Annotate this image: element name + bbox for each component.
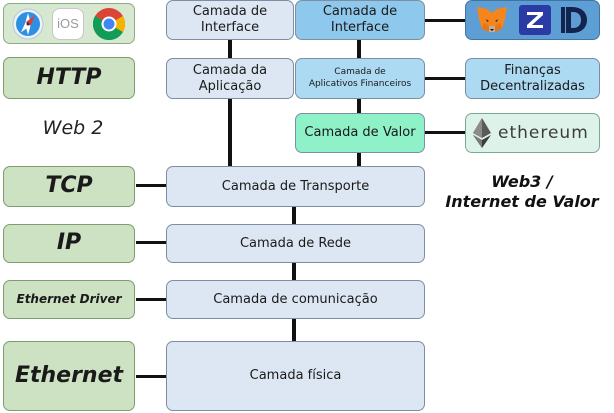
ios-icon-text: iOS bbox=[57, 15, 79, 31]
metamask-fox-icon bbox=[477, 7, 508, 32]
defi-line2: Decentralizadas bbox=[480, 78, 585, 94]
connector-network-to-communication bbox=[292, 263, 296, 280]
application-line1: Camada da bbox=[192, 62, 268, 78]
connector-ethernet-driver-to-communication bbox=[136, 298, 166, 301]
tcp-label: TCP bbox=[45, 173, 93, 199]
network-label: Camada de Rede bbox=[239, 235, 352, 251]
financial-apps-line2: Aplicativos Financeiros bbox=[308, 78, 412, 89]
web2-interface-layer: Camada de Interface bbox=[166, 0, 294, 40]
connector-ethernet-to-physical bbox=[136, 375, 166, 378]
connector-tcp-to-transport bbox=[136, 184, 166, 187]
web3-interface-line2: Interface bbox=[330, 20, 390, 35]
connector-interface-to-application bbox=[228, 40, 232, 58]
application-layer: Camada da Aplicação bbox=[166, 58, 294, 99]
ethereum-wordmark: ethereum bbox=[498, 122, 589, 143]
web2-label: Web 2 bbox=[42, 117, 104, 139]
tcp-protocol-box: TCP bbox=[3, 166, 135, 207]
transport-label: Camada de Transporte bbox=[221, 178, 370, 194]
ios-icon: iOS bbox=[52, 7, 84, 40]
financial-apps-line1: Camada de bbox=[334, 67, 386, 78]
application-line2: Aplicação bbox=[198, 78, 262, 94]
web3-title-line1: Web3 / bbox=[491, 172, 553, 191]
web3-interface-line1: Camada de bbox=[322, 4, 398, 20]
connector-value-to-transport bbox=[357, 153, 361, 166]
connector-transport-to-network bbox=[292, 207, 296, 224]
defi-box: Finanças Decentralizadas bbox=[465, 58, 600, 99]
ethernet-protocol-box: Ethernet bbox=[3, 341, 135, 411]
http-protocol-box: HTTP bbox=[3, 57, 135, 99]
web3-title: Web3 / Internet de Valor bbox=[432, 172, 612, 212]
zerion-z-icon bbox=[518, 5, 551, 35]
physical-label: Camada física bbox=[249, 368, 342, 384]
connector-web3-interface-to-finapps bbox=[357, 40, 361, 58]
web3-wallet-logos-panel bbox=[465, 0, 600, 40]
ethernet-driver-label: Ethernet Driver bbox=[16, 292, 122, 307]
transport-layer: Camada de Transporte bbox=[166, 166, 425, 207]
web2-app-icons-panel: iOS bbox=[3, 3, 135, 44]
d-logo-icon bbox=[560, 7, 587, 33]
connector-ip-to-network bbox=[136, 241, 166, 244]
communication-label: Camada de comunicação bbox=[213, 291, 378, 307]
web3-interface-layer: Camada de Interface bbox=[295, 0, 425, 40]
ip-label: IP bbox=[56, 230, 82, 256]
ip-protocol-box: IP bbox=[3, 224, 135, 263]
ethereum-box: ethereum bbox=[465, 113, 600, 153]
communication-layer: Camada de comunicação bbox=[166, 280, 425, 319]
value-layer-label: Camada de Valor bbox=[304, 125, 416, 141]
web3-title-line2: Internet de Valor bbox=[445, 192, 599, 211]
connector-application-down bbox=[228, 99, 232, 166]
connector-finapps-to-defi bbox=[425, 77, 465, 80]
financial-apps-layer: Camada de Aplicativos Financeiros bbox=[295, 58, 425, 99]
network-layer: Camada de Rede bbox=[166, 224, 425, 263]
web2-interface-line1: Camada de bbox=[192, 4, 268, 20]
ethernet-label: Ethernet bbox=[14, 362, 124, 388]
defi-line1: Finanças bbox=[504, 62, 561, 78]
value-layer: Camada de Valor bbox=[295, 113, 425, 153]
connector-web3-interface-to-logos bbox=[425, 19, 465, 22]
connector-value-to-ethereum bbox=[425, 131, 465, 134]
connector-communication-to-physical bbox=[292, 319, 296, 341]
ethernet-driver-protocol-box: Ethernet Driver bbox=[3, 280, 135, 319]
safari-icon bbox=[12, 8, 44, 39]
connector-finapps-to-value bbox=[357, 99, 361, 113]
ethereum-diamond-icon bbox=[473, 118, 491, 148]
web2-interface-line2: Interface bbox=[200, 20, 260, 35]
http-label: HTTP bbox=[36, 64, 102, 90]
chrome-icon bbox=[92, 7, 126, 40]
physical-layer: Camada física bbox=[166, 341, 425, 411]
